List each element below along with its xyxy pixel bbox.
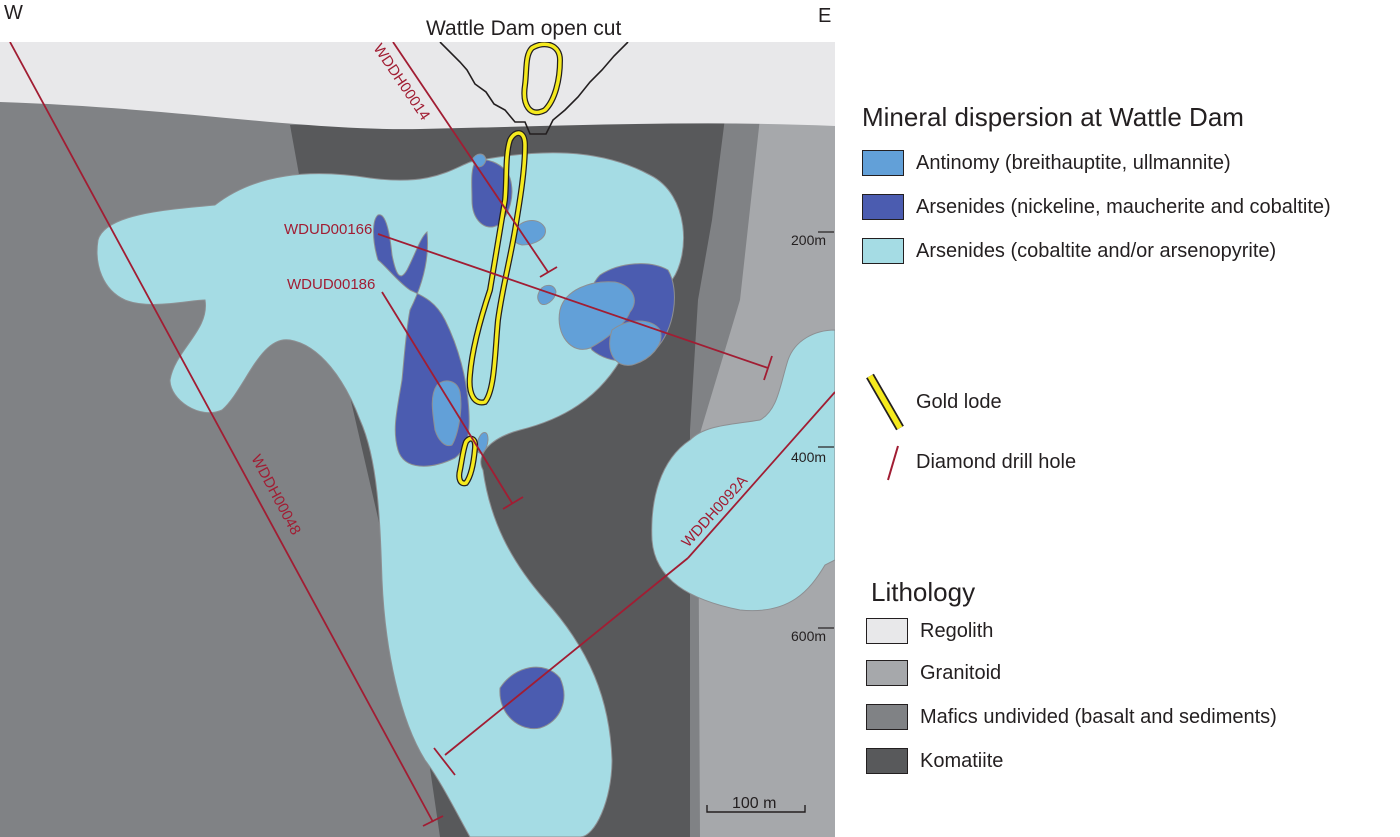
label-wdud00186: WDUD00186 [287, 276, 375, 293]
west-label: W [4, 2, 23, 24]
antimony-swatch [862, 150, 904, 176]
depth-tick-200: 200m [791, 232, 826, 248]
regolith-unit [0, 42, 835, 130]
legend-item-antimony: Antinomy (breithauptite, ullmannite) [862, 150, 1231, 176]
arsenide-nickeline-body-deep [499, 666, 565, 730]
label-wdud00166: WDUD00166 [284, 221, 372, 238]
legend-item-arsenides-cobaltite: Arsenides (cobaltite and/or arsenopyrite… [862, 238, 1276, 264]
legend-label-regolith: Regolith [920, 619, 994, 642]
drill-hole-wddh00014 [392, 42, 549, 273]
gold-lodes [456, 42, 564, 487]
arsenide-cobaltite-body-east [651, 329, 835, 612]
lithology-legend-title: Lithology [871, 577, 976, 607]
legend-label-gold-lode: Gold lode [916, 390, 1002, 413]
mafics-swatch [866, 704, 908, 730]
antimony-body-2 [609, 320, 662, 366]
komatiite-swatch [866, 748, 908, 774]
regolith-swatch [866, 618, 908, 644]
depth-tick-400: 400m [791, 449, 826, 465]
drill-hole-icon [887, 445, 899, 481]
legend-item-granitoid: Granitoid [866, 660, 1001, 686]
legend-label-mafics: Mafics undivided (basalt and sediments) [920, 705, 1277, 728]
arsenide-cobaltite-body [96, 152, 685, 837]
legend-label-arsenides-nickeline: Arsenides (nickeline, maucherite and cob… [916, 195, 1331, 218]
depth-tick-600: 600m [791, 628, 826, 644]
drill-hole-wddh0092a [687, 391, 835, 559]
antimony-body-6 [431, 380, 462, 447]
legend-item-gold-lode: Gold lode [862, 372, 1002, 432]
geology-section [0, 42, 835, 837]
legend-item-komatiite: Komatiite [866, 748, 1003, 774]
legend-label-granitoid: Granitoid [920, 661, 1002, 684]
open-cut-label: Wattle Dam open cut [426, 17, 621, 40]
arsenides-nickeline-swatch [862, 194, 904, 220]
legend-item-drill-hole: Diamond drill hole [862, 442, 1076, 482]
legend-label-komatiite: Komatiite [920, 749, 1004, 772]
legend-label-drill-hole: Diamond drill hole [916, 450, 1077, 473]
drill-hole-traces [9, 42, 835, 827]
legend-item-arsenides-nickeline: Arsenides (nickeline, maucherite and cob… [862, 194, 1331, 220]
depth-scale: 200m 400m 600m [791, 231, 834, 644]
gold-lode-icon [866, 373, 904, 431]
legend-item-regolith: Regolith [866, 618, 993, 644]
arsenides-cobaltite-swatch [862, 238, 904, 264]
mineral-legend-title: Mineral dispersion at Wattle Dam [862, 102, 1244, 132]
east-label: E [818, 5, 831, 27]
open-cut-outline [439, 42, 629, 135]
legend-label-arsenides-cobaltite: Arsenides (cobaltite and/or arsenopyrite… [916, 239, 1277, 262]
granitoid-swatch [866, 660, 908, 686]
legend-label-antimony: Antinomy (breithauptite, ullmannite) [916, 151, 1231, 174]
drill-hole-wdud00186 [381, 291, 513, 504]
antimony-body-1 [558, 281, 635, 350]
scale-bar-label: 100 m [732, 795, 776, 812]
scale-bar: 100 m [706, 795, 806, 813]
drill-hole-wdud00166 [377, 233, 769, 369]
drill-hole-wddh00048 [9, 42, 434, 823]
legend-item-mafics: Mafics undivided (basalt and sediments) [866, 704, 1277, 730]
